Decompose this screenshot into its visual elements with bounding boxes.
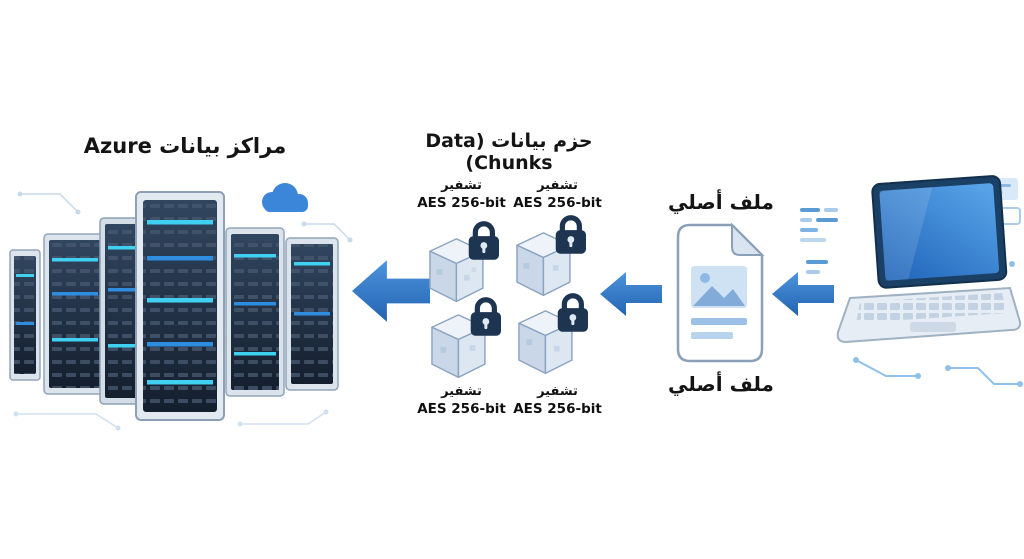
encryption-label-aes: AES 256-bit <box>513 400 602 417</box>
server-racks-illustration <box>9 183 353 431</box>
laptop-base <box>836 286 1022 344</box>
touchpad <box>910 322 956 332</box>
server-rack-icon <box>285 237 339 391</box>
code-lines-decor <box>800 208 838 274</box>
document-icon <box>676 222 765 363</box>
server-rack-icon <box>9 249 41 381</box>
encryption-label-arabic: تشفير <box>537 384 578 399</box>
padlock-icon <box>470 297 501 336</box>
encryption-label-aes: AES 256-bit <box>417 194 506 211</box>
floor-circuit-decor <box>16 411 327 429</box>
laptop-screen <box>871 175 1008 289</box>
encryption-label-aes: AES 256-bit <box>513 194 602 211</box>
encrypted-chunk-cube <box>431 297 501 379</box>
azure-datacenters-title: مراكز بيانات Azure <box>83 134 287 158</box>
padlock-icon <box>557 293 588 332</box>
arrow-left-icon <box>600 272 662 316</box>
encrypted-chunk-cube <box>518 293 588 375</box>
encrypted-chunk-cube <box>516 215 586 297</box>
arrow-left-icon <box>352 260 430 322</box>
encryption-label: تشفير AES 256-bit <box>500 178 615 212</box>
encryption-label: تشفير AES 256-bit <box>500 384 615 418</box>
encryption-label: تشفير AES 256-bit <box>404 178 519 212</box>
circuit-dots <box>17 191 353 243</box>
floor-dots <box>13 409 329 431</box>
laptop-illustration <box>800 175 1023 387</box>
arrow-left-icon <box>772 272 834 316</box>
server-rack-icon <box>225 227 285 397</box>
original-file-label-top: ملف أصلي <box>668 190 774 214</box>
image-placeholder-icon <box>691 266 747 308</box>
data-chunks-title: حزم بيانات (Data Chunks) <box>425 130 593 174</box>
text-line <box>691 332 733 339</box>
cloud-icon <box>262 183 308 212</box>
encryption-label-arabic: تشفير <box>537 178 578 193</box>
server-rack-icon <box>43 233 107 395</box>
text-line <box>691 318 747 325</box>
padlock-icon <box>468 221 499 260</box>
circuit-dots <box>853 261 1023 387</box>
encryption-label-aes: AES 256-bit <box>417 400 506 417</box>
keyboard-keys <box>856 293 1007 323</box>
server-rack-icon <box>135 191 225 421</box>
original-file-label-bottom: ملف أصلي <box>668 372 774 396</box>
circuit-decor <box>855 359 1020 385</box>
encryption-label-arabic: تشفير <box>441 178 482 193</box>
encryption-label: تشفير AES 256-bit <box>404 384 519 418</box>
padlock-icon <box>555 215 586 254</box>
encrypted-chunk-cube <box>429 221 499 303</box>
encryption-label-arabic: تشفير <box>441 384 482 399</box>
